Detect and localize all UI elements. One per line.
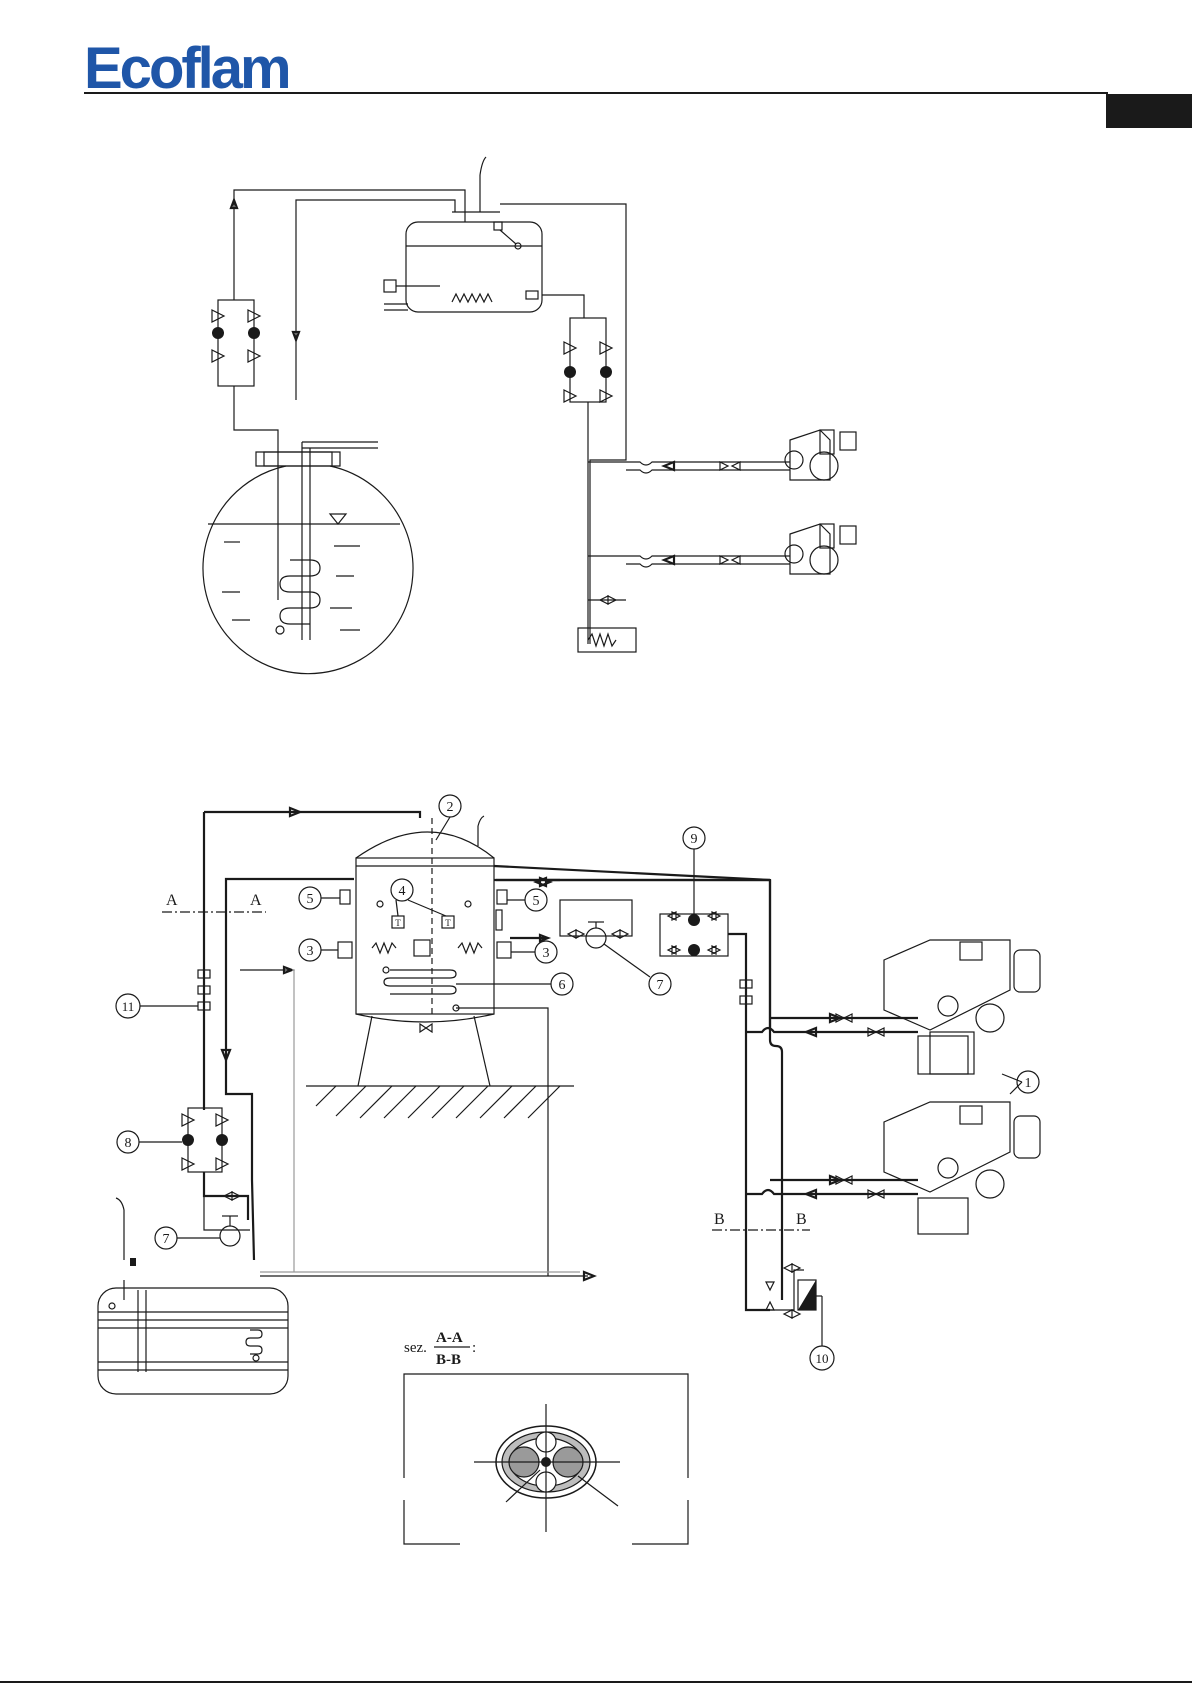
svg-text:7: 7: [657, 978, 664, 993]
callout-5-right: 5: [507, 889, 547, 911]
cross-section-detail: [404, 1374, 688, 1544]
svg-text:9: 9: [691, 832, 698, 847]
callout-7-right: 7: [604, 944, 671, 995]
thermostat-label: T: [395, 918, 401, 928]
callout-10: 10: [810, 1340, 834, 1370]
section-mark-a-left: A: [166, 892, 178, 909]
filter-7-right: [560, 900, 632, 948]
callout-5-left: 5: [299, 887, 340, 909]
section-bottom: B-B: [436, 1352, 461, 1368]
svg-text:5: 5: [307, 892, 314, 907]
svg-text:5: 5: [533, 894, 540, 909]
section-label: sez. A-A B-B :: [404, 1330, 476, 1368]
section-prefix: sez.: [404, 1340, 427, 1356]
callout-8: 8: [117, 1131, 182, 1153]
regulator-10: [766, 1264, 822, 1340]
footer-rule: [0, 1681, 1192, 1683]
svg-text:4: 4: [399, 884, 406, 899]
callout-3-left: 3: [299, 939, 338, 961]
svg-text:8: 8: [125, 1136, 132, 1151]
callout-3-right: 3: [511, 941, 557, 963]
svg-text:1: 1: [1025, 1076, 1032, 1091]
section-suffix: :: [472, 1340, 476, 1356]
svg-text:3: 3: [307, 944, 314, 959]
callout-4: 4: [391, 879, 446, 916]
svg-text:2: 2: [447, 800, 454, 815]
service-tank: [384, 157, 542, 312]
callout-9: 9: [683, 827, 705, 914]
thermostat-label: T: [445, 918, 451, 928]
svg-text:7: 7: [163, 1232, 170, 1247]
burner-1-upper: [884, 940, 1040, 1074]
top-diagram: [203, 157, 856, 674]
bottom-diagram: T T: [98, 795, 1040, 1544]
horizontal-storage-tank: [98, 1198, 288, 1394]
section-mark-b-right: B: [796, 1211, 807, 1228]
pump-set-9: [660, 912, 728, 956]
svg-text:6: 6: [559, 978, 566, 993]
section-mark-b-left: B: [714, 1211, 725, 1228]
burner-2-lower: [884, 1102, 1040, 1234]
right-pump-set: [542, 295, 612, 644]
ground: [306, 1086, 574, 1118]
left-pump-set: [212, 198, 260, 420]
storage-sphere: [203, 442, 413, 674]
top-burner-lines: [588, 462, 790, 604]
section-top: A-A: [436, 1330, 463, 1346]
top-burner-1: [785, 430, 856, 480]
svg-text:10: 10: [816, 1351, 829, 1366]
section-mark-a-right: A: [250, 892, 262, 909]
callout-6: 6: [456, 973, 573, 995]
svg-text:11: 11: [122, 999, 135, 1014]
top-burner-2: [785, 524, 856, 574]
svg-text:3: 3: [543, 946, 550, 961]
callout-2: 2: [436, 795, 461, 840]
main-vertical-tank: T T: [338, 816, 511, 1086]
pump-set-8: [182, 1108, 248, 1220]
callout-11: 11: [116, 994, 198, 1018]
callout-1: 1: [1017, 1071, 1039, 1093]
